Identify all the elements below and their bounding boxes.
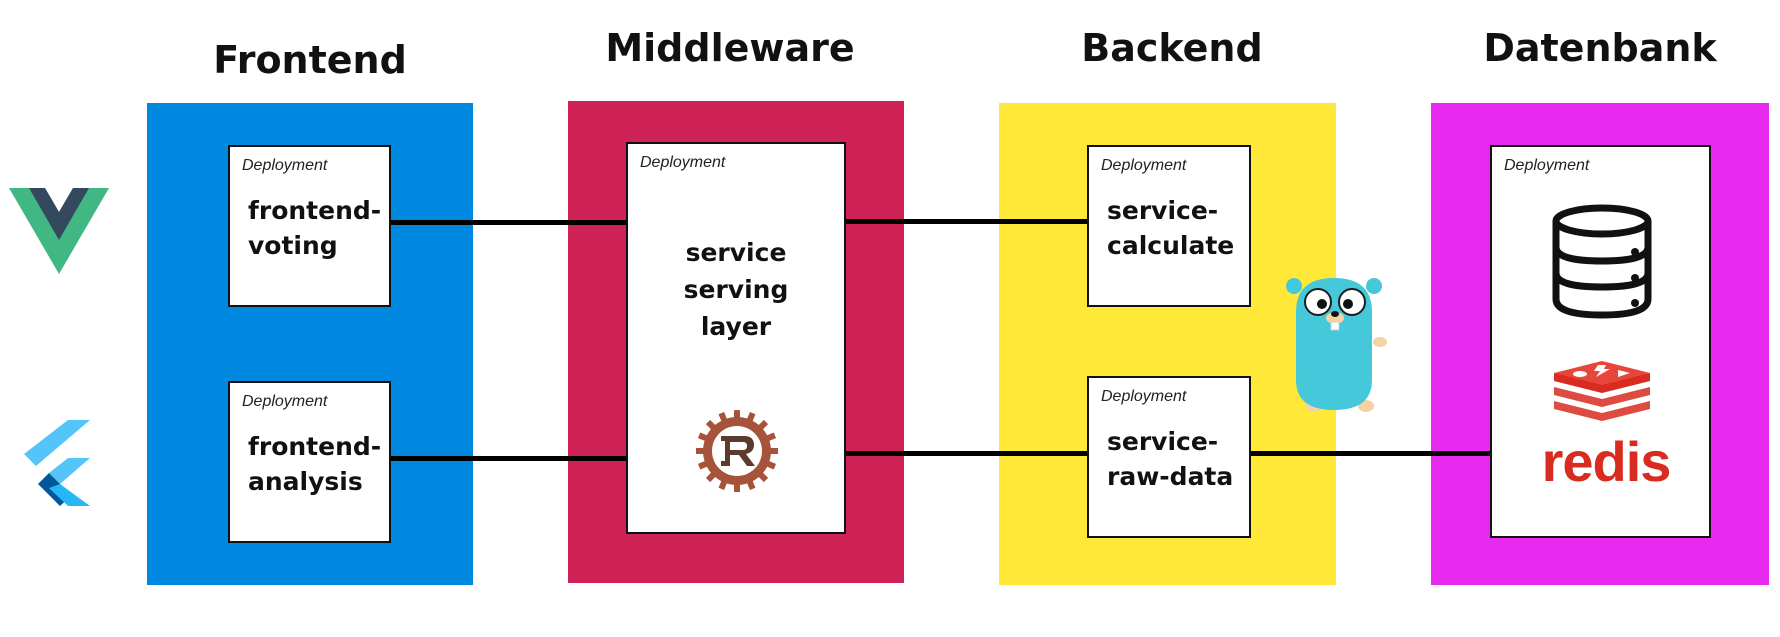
service-name: frontend- voting (248, 196, 382, 260)
deployment-database: Deployment (1490, 145, 1711, 538)
frontend-title: Frontend (213, 38, 407, 82)
deployment-frontend-analysis: Deployment frontend- analysis (228, 381, 391, 543)
deployment-label: Deployment (1101, 157, 1187, 174)
service-name: service serving layer (683, 238, 789, 341)
deployment-label: Deployment (242, 393, 328, 410)
redis-wordmark: redis (1541, 430, 1672, 493)
database-title: Datenbank (1483, 26, 1717, 70)
redis-logo (1552, 361, 1652, 435)
deployment-label: Deployment (640, 154, 726, 171)
service-name: service- calculate (1107, 196, 1235, 260)
database-icon (1550, 203, 1654, 323)
deployment-label: Deployment (1101, 388, 1187, 405)
middleware-title: Middleware (605, 26, 855, 70)
deployment-service-serving-layer: Deployment service serving layer (626, 142, 846, 534)
vue-logo (9, 188, 109, 274)
service-name: service- raw-data (1107, 427, 1234, 491)
wire-serving-to-calculate (844, 219, 1090, 224)
service-name: frontend- analysis (248, 432, 382, 496)
deployment-label: Deployment (1504, 157, 1590, 174)
flutter-logo (22, 420, 94, 506)
go-gopher-logo (1280, 272, 1390, 418)
deployment-frontend-voting: Deployment frontend- voting (228, 145, 391, 307)
rust-logo (694, 408, 780, 494)
deployment-service-calculate: Deployment service- calculate (1087, 145, 1251, 307)
wire-serving-to-rawdata (844, 451, 1090, 456)
wire-rawdata-to-database (1248, 451, 1490, 456)
wire-voting-to-serving (388, 220, 628, 225)
deployment-service-raw-data: Deployment service- raw-data (1087, 376, 1251, 538)
deployment-label: Deployment (242, 157, 328, 174)
wire-analysis-to-serving (388, 456, 628, 461)
backend-title: Backend (1081, 26, 1263, 70)
